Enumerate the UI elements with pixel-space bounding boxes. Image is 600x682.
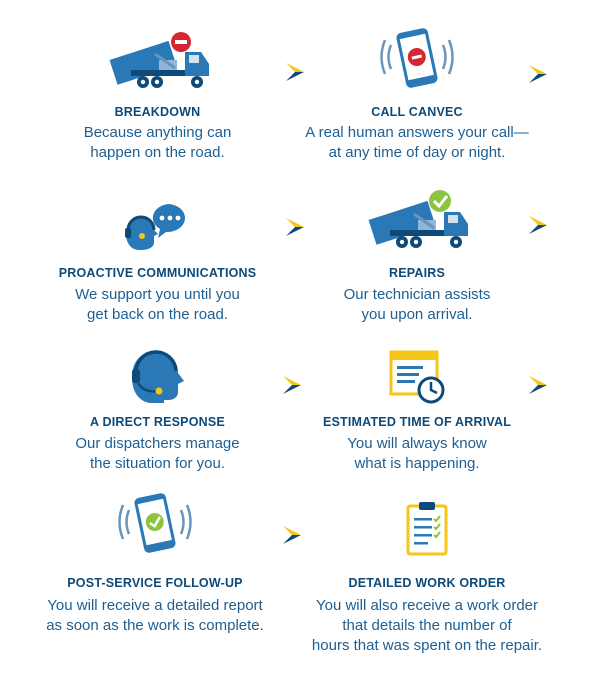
tow-truck-repair-icon — [368, 190, 468, 248]
step-direct-response: A DIRECT RESPONSE Our dispatchers manage… — [40, 345, 275, 475]
step-title: REPAIRS — [388, 266, 446, 280]
step-description: Our technician assists you upon arrival. — [343, 286, 491, 323]
step-description: Because anything can happen on the road. — [83, 124, 232, 161]
chevron-right-icon — [286, 218, 304, 236]
step-repairs: REPAIRS Our technician assists you upon … — [292, 188, 542, 333]
step-description: Our dispatchers manage the situation for… — [75, 435, 240, 472]
step-post-service-follow-up: POST-SERVICE FOLLOW-UP You will receive … — [30, 490, 280, 635]
step-title: POST-SERVICE FOLLOW-UP — [67, 576, 243, 590]
chevron-right-icon — [283, 526, 301, 544]
phone-call-icon — [380, 28, 454, 88]
step-description: You will receive a detailed report as so… — [46, 597, 264, 634]
step-title: PROACTIVE COMMUNICATIONS — [58, 266, 257, 280]
step-description: You will always know what is happening. — [347, 435, 487, 472]
step-title: A DIRECT RESPONSE — [90, 415, 225, 429]
chevron-right-icon — [529, 216, 547, 234]
step-proactive-communications: PROACTIVE COMMUNICATIONS We support you … — [40, 200, 275, 330]
headset-agent-icon — [131, 350, 184, 403]
step-title: CALL CANVEC — [371, 105, 463, 119]
chevron-right-icon — [286, 63, 304, 81]
step-description: We support you until you get back on the… — [75, 286, 240, 323]
phone-check-icon — [118, 493, 192, 553]
step-title: BREAKDOWN — [114, 105, 201, 119]
chevron-right-icon — [529, 65, 547, 83]
tow-truck-breakdown-icon — [109, 32, 209, 88]
clipboard-checklist-icon — [406, 502, 448, 556]
schedule-clock-icon — [389, 350, 445, 404]
chat-headset-icon — [124, 204, 185, 250]
step-description: A real human answers your call— at any t… — [305, 124, 529, 161]
step-detailed-work-order: DETAILED WORK ORDER You will also receiv… — [292, 500, 562, 670]
step-title: ESTIMATED TIME OF ARRIVAL — [322, 415, 512, 429]
step-breakdown: BREAKDOWN Because anything can happen on… — [40, 30, 275, 170]
step-estimated-arrival: ESTIMATED TIME OF ARRIVAL You will alway… — [292, 348, 542, 478]
step-call-canvec: CALL CANVEC A real human answers your ca… — [292, 25, 542, 170]
chevron-right-icon — [283, 376, 301, 394]
step-title: DETAILED WORK ORDER — [348, 576, 506, 590]
step-description: You will also receive a work order that … — [311, 597, 543, 654]
chevron-right-icon — [529, 376, 547, 394]
